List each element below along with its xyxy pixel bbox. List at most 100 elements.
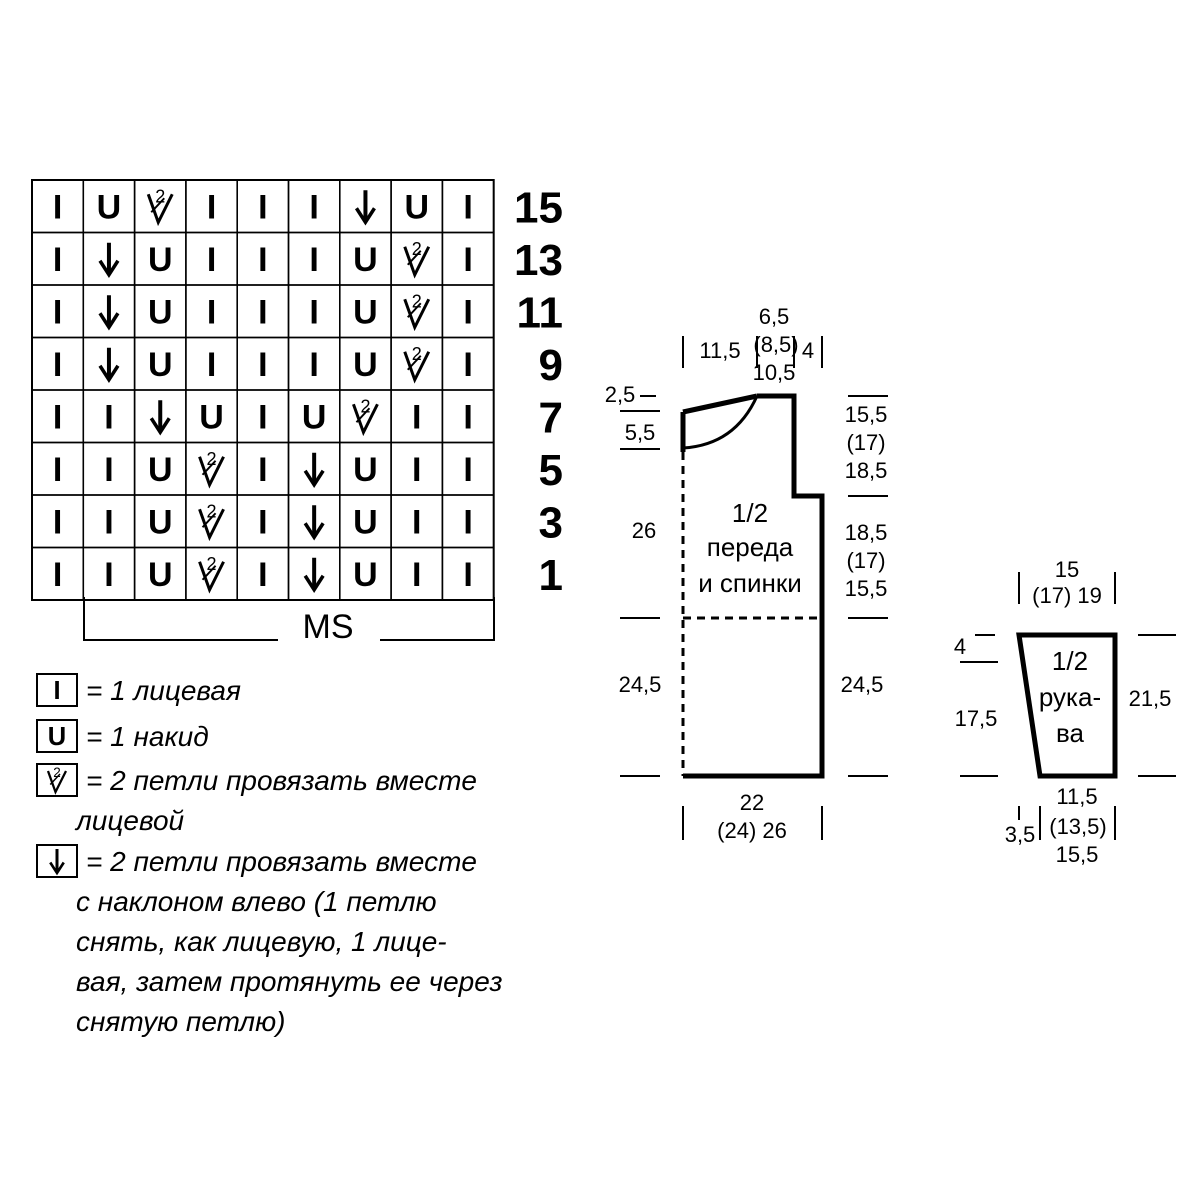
sleeve-right: 21,5 <box>1129 686 1172 711</box>
repeat-bracket: MS <box>83 597 495 646</box>
bottom-width-1: 22 <box>740 790 764 815</box>
legend-swatch <box>36 673 78 707</box>
legend-text: снять, как лицевую, 1 лице- <box>76 926 447 957</box>
knit-stitch-symbol: I <box>258 241 267 279</box>
knit-stitch-symbol: I <box>53 398 62 436</box>
armhole-lower-2: (17) <box>846 548 885 573</box>
sleeve-title-1: 1/2 <box>1052 646 1088 676</box>
k2tog-symbol: 2 <box>198 501 225 542</box>
k2tog-symbol: 2 <box>403 239 431 279</box>
k2tog-symbol: 2 <box>198 449 225 489</box>
knit-stitch-symbol: I <box>104 398 113 436</box>
k2tog-symbol: 2 <box>352 396 379 437</box>
k2tog-number: 2 <box>155 186 165 206</box>
knit-stitch-symbol: I <box>258 346 267 384</box>
legend-item-ssk: = 2 петли провязать вместе с наклоном вле… <box>36 844 503 1037</box>
knit-stitch-symbol: I <box>53 451 62 489</box>
yarn-over-symbol: U <box>353 346 378 384</box>
k2tog-number: 2 <box>53 765 61 780</box>
knit-stitch-symbol: I <box>463 503 472 541</box>
knit-stitch-symbol: I <box>53 241 62 279</box>
knit-stitch-symbol: I <box>463 398 472 436</box>
sleeve-title-2: рука- <box>1039 682 1101 712</box>
k2tog-symbol: 2 <box>198 554 225 594</box>
repeat-label: MS <box>303 608 354 646</box>
neck-width-top: 6,5 <box>759 304 790 329</box>
k2tog-symbol: 2 <box>46 765 68 795</box>
armhole-upper-1: 15,5 <box>845 402 888 427</box>
left-upper-height: 26 <box>632 518 656 543</box>
neck-width-mid: (8,5) <box>753 332 798 357</box>
k2tog-number: 2 <box>412 239 422 259</box>
body-title-1: 1/2 <box>732 498 768 528</box>
armhole-upper-2: (17) <box>846 430 885 455</box>
knit-stitch-symbol: I <box>309 293 318 331</box>
knit-stitch-symbol: I <box>53 188 62 226</box>
k2tog-number: 2 <box>207 554 217 574</box>
body-title-2: переда <box>707 532 794 562</box>
knit-stitch-symbol: I <box>207 293 216 331</box>
yarn-over-symbol: U <box>353 556 378 594</box>
knit-stitch-symbol: I <box>258 293 267 331</box>
knit-stitch-symbol: I <box>309 188 318 226</box>
shoulder-width: 4 <box>802 338 814 363</box>
ssk-arrow-symbol <box>149 400 171 436</box>
k2tog-symbol: 2 <box>403 291 431 332</box>
yarn-over-symbol: U <box>97 188 122 226</box>
neck-depth-2: 5,5 <box>625 420 656 445</box>
ssk-arrow-symbol <box>354 190 376 226</box>
ssk-arrow-symbol <box>49 849 65 876</box>
legend-text: = 2 петли провязать вместе <box>86 846 477 877</box>
ssk-arrow-symbol <box>98 242 120 278</box>
k2tog-number: 2 <box>412 344 422 364</box>
knit-stitch-symbol: I <box>463 556 472 594</box>
k2tog-number: 2 <box>360 396 370 416</box>
k2tog-number: 2 <box>207 449 217 469</box>
legend-item-yo: U= 1 накид <box>36 719 209 753</box>
knit-stitch-symbol: I <box>104 451 113 489</box>
yarn-over-symbol: U <box>148 346 173 384</box>
knit-stitch-symbol: I <box>53 293 62 331</box>
neck-depth-1: 2,5 <box>605 382 636 407</box>
knit-stitch-symbol: I <box>463 241 472 279</box>
knit-stitch-symbol: I <box>463 293 472 331</box>
legend-text: с наклоном влево (1 петлю <box>76 886 437 917</box>
yarn-over-symbol: U <box>404 188 429 226</box>
ssk-arrow-symbol <box>98 295 120 331</box>
sleeve-top-2: (17) 19 <box>1032 583 1102 608</box>
knit-stitch-symbol: I <box>258 398 267 436</box>
yarn-over-symbol: U <box>199 398 224 436</box>
knit-stitch-symbol: I <box>258 503 267 541</box>
knit-stitch-symbol: I <box>258 451 267 489</box>
knit-stitch-symbol: I <box>104 556 113 594</box>
sleeve-left-top: 4 <box>954 634 966 659</box>
sleeve-bottom-2: (13,5) <box>1049 814 1106 839</box>
chart-cell <box>441 546 495 601</box>
sleeve-left: 17,5 <box>955 706 998 731</box>
row-number: 1 <box>539 551 563 600</box>
knit-stitch-symbol: I <box>309 346 318 384</box>
right-lower-height: 24,5 <box>841 672 884 697</box>
yarn-over-symbol: U <box>148 241 173 279</box>
row-number: 5 <box>539 446 563 495</box>
row-number: 7 <box>539 393 563 442</box>
knit-stitch-symbol: I <box>207 188 216 226</box>
body-schematic: 11,5 6,5 (8,5) 10,5 4 2,5 5,5 15,5 (17) … <box>605 304 888 843</box>
left-lower-height: 24,5 <box>619 672 662 697</box>
knit-stitch-symbol: I <box>412 556 421 594</box>
row-number: 15 <box>514 183 563 232</box>
sleeve-title-3: ва <box>1056 718 1085 748</box>
sleeve-bottom-1: 11,5 <box>1056 784 1097 809</box>
knit-stitch-symbol: I <box>258 188 267 226</box>
armhole-lower-3: 15,5 <box>845 576 888 601</box>
armhole-lower-1: 18,5 <box>845 520 888 545</box>
legend-text: снятую петлю) <box>76 1006 285 1037</box>
yarn-over-symbol: U <box>302 398 327 436</box>
